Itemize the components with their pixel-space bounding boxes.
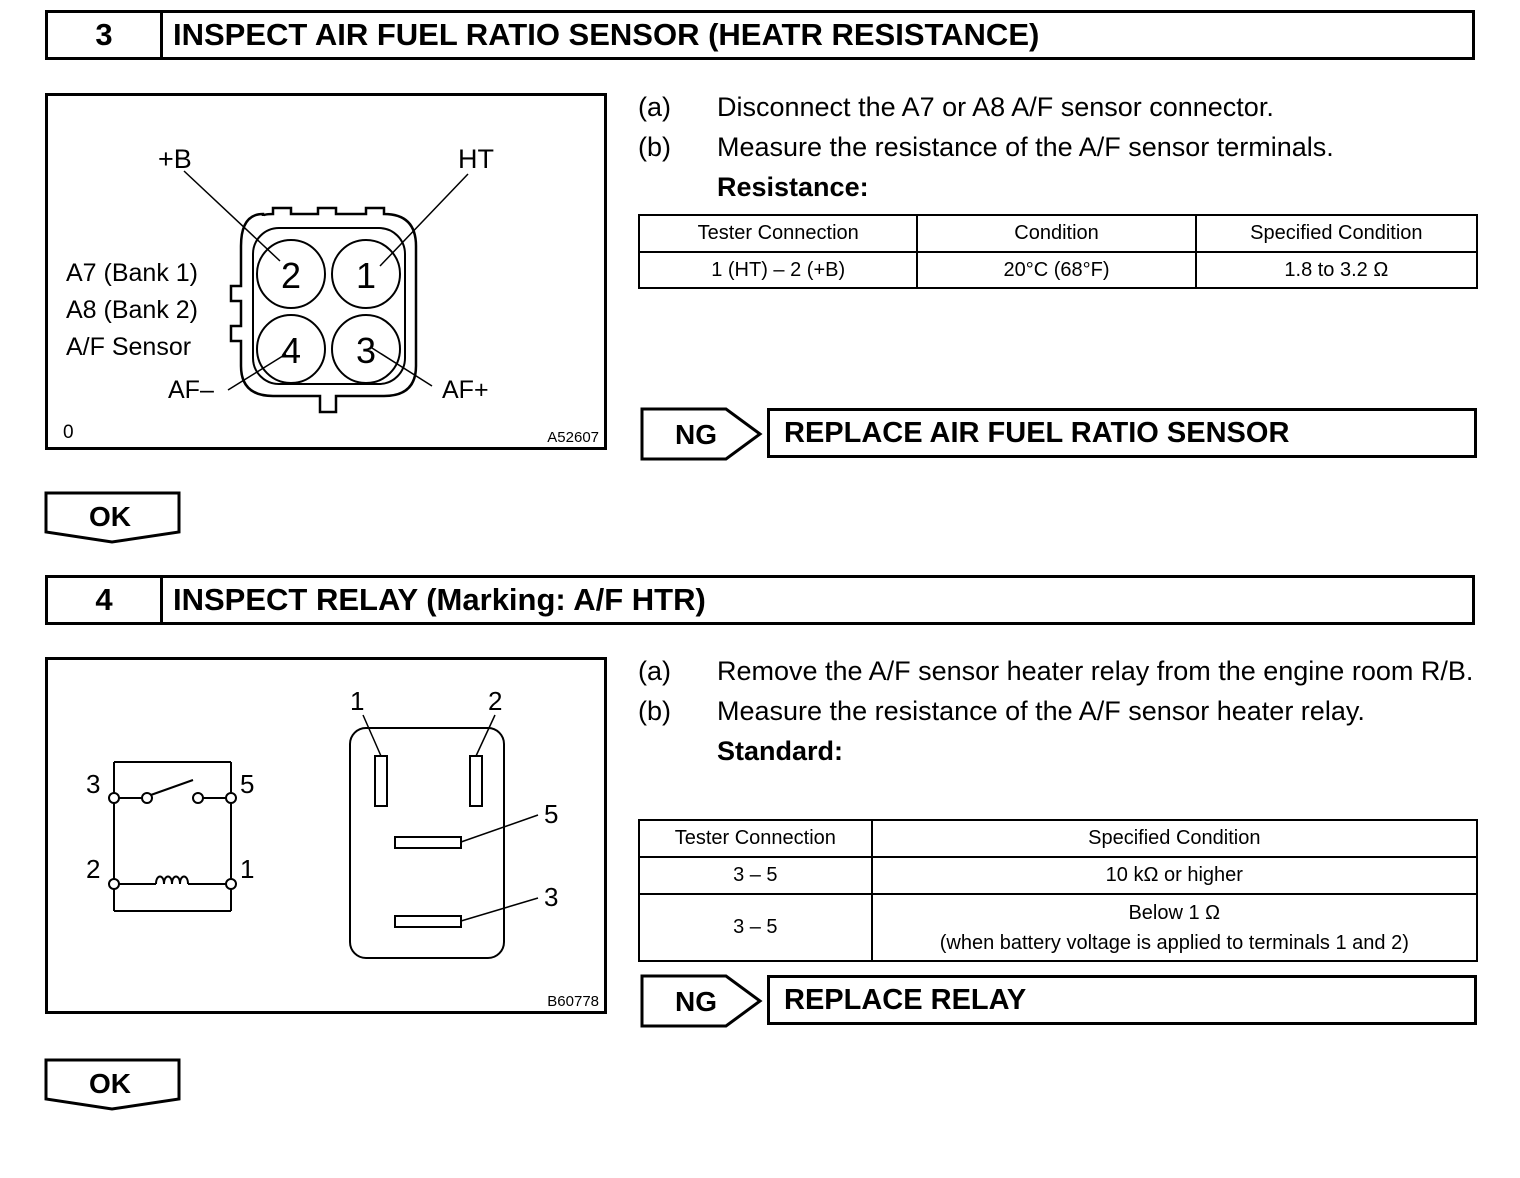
section-4-step-b: (b) Measure the resistance of the A/F se… (638, 691, 1478, 731)
schematic-terminal-3: 3 (86, 769, 100, 799)
table-header-row: Tester Connection Condition Specified Co… (637, 214, 1479, 253)
figure-id-a52607: A52607 (547, 429, 599, 446)
pin-4-circle (256, 314, 326, 384)
step-label: (a) (638, 92, 671, 122)
table-cell: 3 – 5 (638, 856, 873, 895)
table-cell: Below 1 Ω (when battery voltage is appli… (870, 893, 1479, 962)
relay-pin-2 (469, 755, 483, 807)
terminal-af-minus-label: AF– (168, 376, 214, 404)
pin-4-label: 4 (281, 330, 301, 371)
sensor-label-af: A/F Sensor (66, 333, 191, 361)
figure-id-b60778: B60778 (547, 993, 599, 1010)
table-header-row: Tester Connection Specified Condition (638, 819, 1479, 858)
section-4-header: 4 INSPECT RELAY (Marking: A/F HTR) (45, 575, 1475, 625)
terminal-ht-label: HT (458, 144, 494, 174)
terminal-plus-b-label: +B (158, 144, 192, 174)
table-cell: 1.8 to 3.2 Ω (1194, 251, 1479, 289)
relay-pin-5 (394, 836, 462, 849)
schematic-terminal-2: 2 (86, 854, 100, 884)
schematic-terminal-1: 1 (240, 854, 254, 884)
leader-ht (379, 173, 469, 267)
ok-label: OK (89, 1068, 131, 1099)
terminal-5-node (225, 792, 237, 804)
table-row: 3 – 5 10 kΩ or higher (638, 856, 1479, 895)
relay-terminal-3: 3 (544, 882, 558, 912)
terminal-af-plus-label: AF+ (442, 376, 489, 404)
relay-figure: 3 5 2 1 1 2 5 3 B60778 (45, 657, 607, 1014)
pin-2-circle (256, 239, 326, 309)
sensor-label-a8: A8 (Bank 2) (66, 296, 198, 324)
section-3-step-a: (a) Disconnect the A7 or A8 A/F sensor c… (638, 87, 1478, 127)
table-cell: 3 – 5 (638, 893, 873, 962)
table-header-cell: Specified Condition (870, 819, 1479, 858)
step-text: Measure the resistance of the A/F sensor… (717, 132, 1334, 162)
switch-contact-blade (147, 779, 194, 797)
pin-2-label: 2 (281, 255, 301, 296)
relay-pin-3 (394, 915, 462, 928)
pin-3-circle (331, 314, 401, 384)
step-label: (a) (638, 656, 671, 686)
table-header-cell: Tester Connection (638, 819, 873, 858)
ng-action-replace-sensor: REPLACE AIR FUEL RATIO SENSOR (767, 408, 1477, 458)
pin-1-label: 1 (356, 255, 376, 296)
figure-corner-mark: 0 (63, 422, 74, 443)
ng-action-replace-relay: REPLACE RELAY (767, 975, 1477, 1025)
relay-pin-1 (374, 755, 388, 807)
step-text: Remove the A/F sensor heater relay from … (717, 656, 1474, 686)
leader-plus-b (183, 170, 281, 262)
section-4-title: INSPECT RELAY (Marking: A/F HTR) (173, 582, 706, 617)
relay-terminal-1: 1 (350, 686, 364, 716)
relay-terminal-2: 2 (488, 686, 502, 716)
step-text: Disconnect the A7 or A8 A/F sensor conne… (717, 92, 1274, 122)
table-row: 3 – 5 Below 1 Ω (when battery voltage is… (638, 893, 1479, 962)
ng-arrow-section-3: NG (640, 407, 763, 461)
connector-inner-outline (252, 227, 406, 385)
table-cell-line: Below 1 Ω (1128, 901, 1221, 924)
standard-heading: Standard: (717, 736, 844, 766)
step-label: (b) (638, 132, 671, 162)
section-3-step-b: (b) Measure the resistance of the A/F se… (638, 127, 1478, 167)
resistance-table: Tester Connection Condition Specified Co… (637, 214, 1479, 289)
ok-arrow-section-3: OK (44, 491, 181, 544)
ng-arrow-section-4: NG (640, 974, 763, 1028)
step-text: Measure the resistance of the A/F sensor… (717, 696, 1365, 726)
section-3-title: INSPECT AIR FUEL RATIO SENSOR (HEATR RES… (173, 17, 1040, 52)
section-3-steps: (a) Disconnect the A7 or A8 A/F sensor c… (638, 87, 1478, 207)
relay-coil (155, 875, 189, 885)
pin-1-circle (331, 239, 401, 309)
ok-arrow-section-4: OK (44, 1058, 181, 1111)
table-row: 1 (HT) – 2 (+B) 20°C (68°F) 1.8 to 3.2 Ω (637, 251, 1479, 289)
section-3-number: 3 (48, 13, 163, 57)
resistance-heading: Resistance: (717, 172, 869, 202)
section-4-number: 4 (48, 578, 163, 622)
ng-label: NG (675, 986, 717, 1017)
ng-label: NG (675, 419, 717, 450)
pin-3-label: 3 (356, 330, 376, 371)
table-header-cell: Condition (916, 214, 1197, 253)
table-cell-note: (when battery voltage is applied to term… (939, 931, 1409, 954)
table-header-cell: Tester Connection (637, 214, 919, 253)
section-3-header: 3 INSPECT AIR FUEL RATIO SENSOR (HEATR R… (45, 10, 1475, 60)
table-header-cell: Specified Condition (1194, 214, 1479, 253)
relay-standard-table: Tester Connection Specified Condition 3 … (638, 819, 1479, 962)
section-4-steps: (a) Remove the A/F sensor heater relay f… (638, 651, 1478, 771)
schematic-terminal-5: 5 (240, 769, 254, 799)
ok-label: OK (89, 501, 131, 532)
step-label: (b) (638, 696, 671, 726)
terminal-2-node (108, 878, 120, 890)
section-4-step-a: (a) Remove the A/F sensor heater relay f… (638, 651, 1478, 691)
terminal-3-node (108, 792, 120, 804)
relay-terminal-5: 5 (544, 799, 558, 829)
sensor-label-a7: A7 (Bank 1) (66, 259, 198, 287)
sensor-connector-figure: 2 1 4 3 +B HT AF– AF+ A7 (Bank 1) A8 (Ba… (45, 93, 607, 450)
table-cell: 1 (HT) – 2 (+B) (637, 251, 919, 289)
leader-af-minus (227, 353, 287, 391)
table-cell: 20°C (68°F) (916, 251, 1197, 289)
leader-af-plus (371, 347, 433, 387)
terminal-1-node (225, 878, 237, 890)
table-cell: 10 kΩ or higher (870, 856, 1479, 895)
